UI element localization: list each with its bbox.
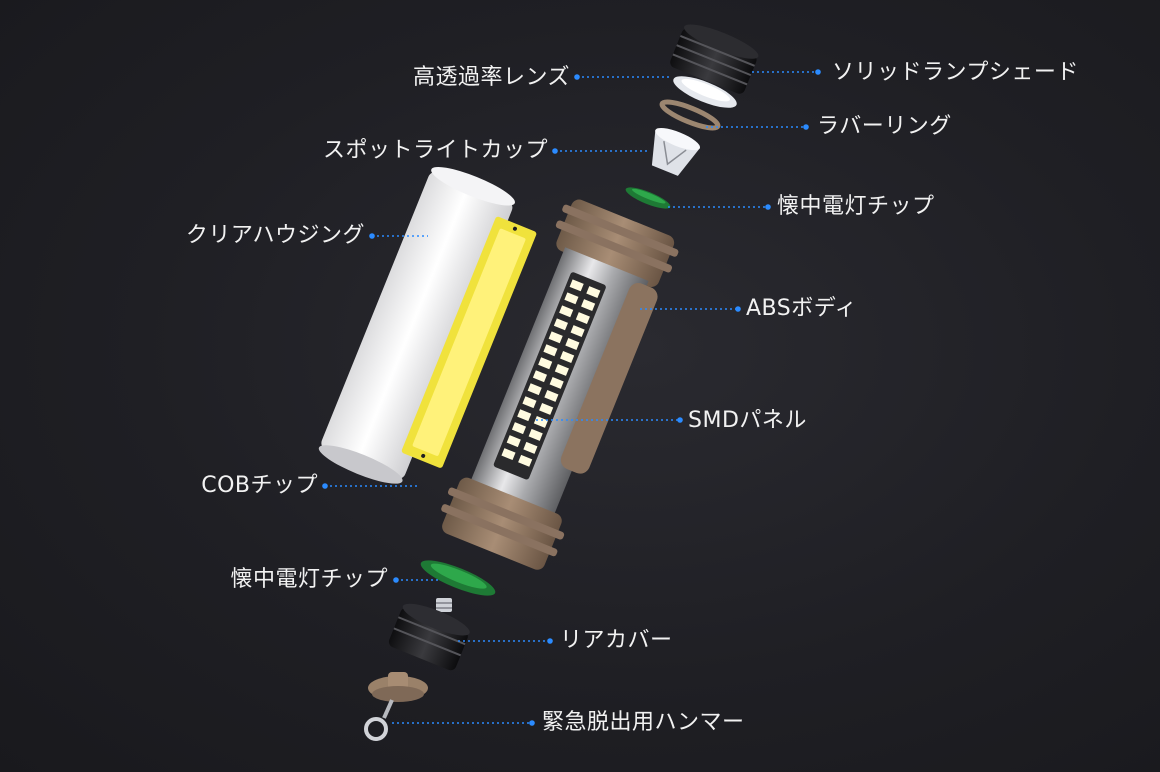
label-smd-panel: SMDパネル: [688, 408, 807, 433]
flashlight-chip-top-part: [625, 187, 671, 209]
emergency-hammer-part: [364, 672, 428, 741]
abs-body-part: [441, 199, 679, 570]
solid-lampshade-part: [670, 24, 759, 94]
label-rear-cover: リアカバー: [560, 628, 673, 653]
label-flashlight-chip-bottom: 懐中電灯チップ: [230, 567, 388, 592]
flashlight-chip-bottom-part: [420, 560, 496, 596]
label-cob-chip: COBチップ: [201, 473, 318, 498]
label-clear-housing: クリアハウジング: [185, 223, 365, 248]
lens-part: [673, 76, 737, 108]
leader-dots: [322, 69, 821, 726]
cob-chip-part: [401, 216, 537, 468]
label-solid-lampshade: ソリッドランプシェード: [832, 60, 1079, 85]
label-rubber-ring: ラバーリング: [817, 114, 952, 139]
rear-cover-part: [388, 603, 470, 671]
connector-part: [436, 598, 452, 612]
label-flashlight-chip-top: 懐中電灯チップ: [777, 194, 935, 219]
clear-housing-part: [318, 167, 515, 484]
label-spotlight-cup: スポットライトカップ: [322, 138, 548, 163]
leader-lines: [325, 71, 818, 724]
label-emergency-hammer: 緊急脱出用ハンマー: [542, 710, 745, 735]
rubber-ring-part: [659, 99, 721, 131]
spotlight-cup-part: [651, 128, 701, 176]
label-lens: 高透過率レンズ: [412, 65, 570, 90]
label-abs-body: ABSボディ: [746, 296, 858, 321]
smd-led-grid: [501, 279, 601, 467]
